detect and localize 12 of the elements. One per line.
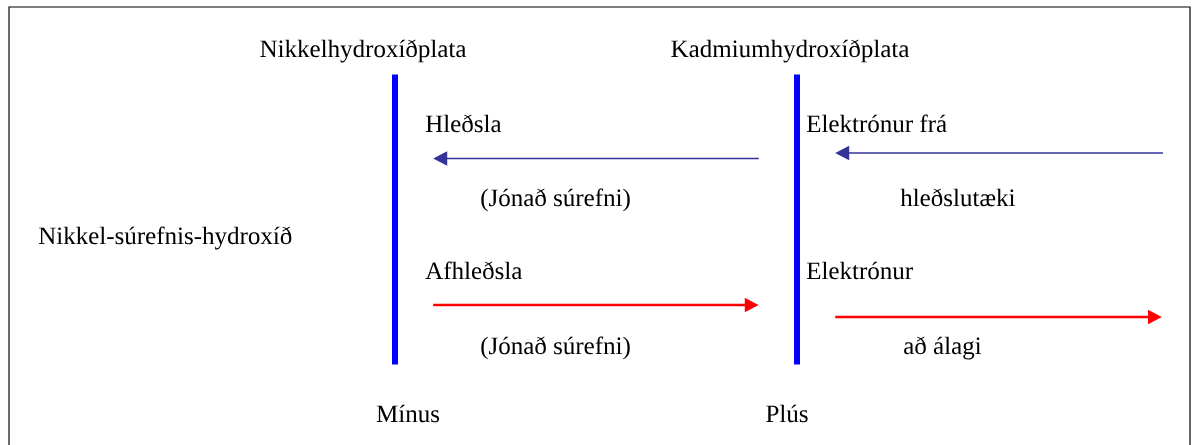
pole-label: Plús <box>766 404 808 423</box>
plate-heading: Kadmiumhydroxíðplata <box>671 39 910 63</box>
text-label: (Jónað súrefni) <box>481 336 630 360</box>
text-label: (Jónað súrefni) <box>481 188 630 212</box>
text-label: Afhleðsla <box>425 261 523 280</box>
plate-heading: Nikkelhydroxíðplata <box>260 39 467 63</box>
pole-label: Mínus <box>376 404 440 423</box>
text-label: hleðslutæki <box>900 188 1016 207</box>
text-label: Elektrónur frá <box>806 114 947 133</box>
text-label: Nikkel-súrefnis-hydroxíð <box>38 226 292 250</box>
text-label: að álagi <box>904 336 982 360</box>
text-label: Hleðsla <box>425 114 502 133</box>
